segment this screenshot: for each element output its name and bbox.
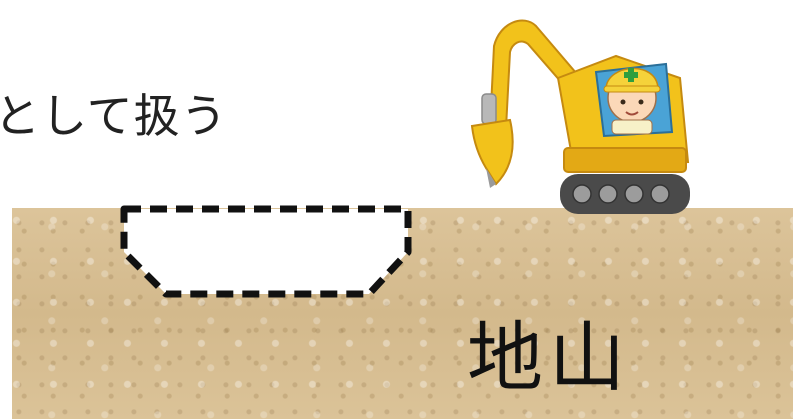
excavator-icon [470, 19, 690, 214]
caption-text: として扱う [0, 89, 228, 143]
ground-label: 地山 [467, 313, 631, 402]
worker-icon [603, 67, 661, 135]
excavation-hole [120, 205, 412, 298]
